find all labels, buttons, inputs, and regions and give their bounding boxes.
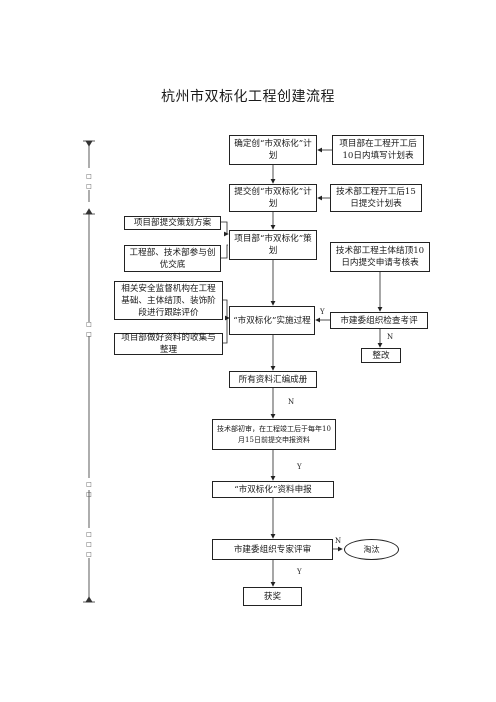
stage-marker-declaration: □ □ [86, 481, 92, 498]
box-implementation-process: “市双标化”实施过程 [229, 306, 315, 335]
label-no-compile: N [288, 398, 295, 406]
label-yes-declare: Y [297, 463, 302, 471]
label-yes-award: Y [297, 568, 302, 576]
label-no-eliminate: N [335, 537, 342, 545]
box-material-declaration: “市双标化”资料申报 [212, 481, 334, 498]
box-fill-plan-form: 项目部在工程开工后10日内填写计划表 [332, 135, 424, 165]
stage-marker-implementation: □ □ [86, 321, 92, 338]
label-yes-inspection: Y [320, 308, 325, 316]
box-inspection-assessment: 市建委组织检查考评 [330, 312, 428, 329]
page-title: 杭州市双标化工程创建流程 [161, 89, 335, 105]
box-assessment-application: 技术部工程主体结顶10日内提交申请考核表 [330, 242, 430, 272]
stage-marker-review: □ □ □ [86, 531, 92, 558]
box-tracking-evaluation: 相关安全监督机构在工程基础、主体结顶、装饰阶段进行跟踪评价 [114, 281, 223, 320]
box-submit-planning-scheme: 项目部提交策划方案 [124, 216, 221, 230]
box-award: 获奖 [243, 587, 302, 606]
box-expert-review: 市建委组织专家评审 [212, 539, 333, 560]
box-compile-materials: 所有资料汇编成册 [229, 371, 317, 388]
label-no-rectify: N [387, 333, 394, 341]
box-excellence-briefing: 工程部、技术部参与创优交底 [124, 245, 221, 272]
stage-marker-initiation: □ □ [86, 173, 92, 190]
box-preliminary-review: 技术部初审，在工程竣工后于每年10月15日前提交申报资料 [212, 419, 336, 450]
box-rectification: 整改 [361, 348, 401, 363]
box-collect-materials: 项目部做好资料的收集与整理 [114, 333, 223, 355]
box-determine-plan: 确定创“市双标化”计划 [229, 135, 317, 165]
box-submit-plan: 提交创“市双标化”计划 [229, 184, 317, 212]
box-tech-submit-plan: 技术部工程开工后15日提交计划表 [330, 184, 422, 212]
box-project-planning: 项目部“市双标化”策划 [229, 230, 317, 260]
ellipse-eliminated: 淘汰 [344, 539, 399, 560]
